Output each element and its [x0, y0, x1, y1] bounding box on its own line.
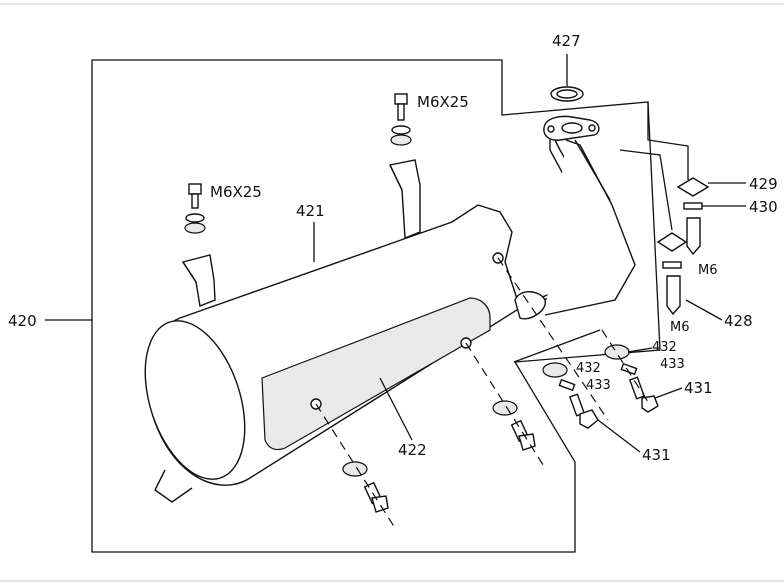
label-427: 427: [552, 32, 581, 50]
label-m6-lower: M6: [670, 320, 690, 335]
label-m6x25-left: M6X25: [210, 183, 262, 201]
assembly-lines: [315, 257, 651, 529]
group-420-outline: [91, 59, 661, 553]
muffler-body: [144, 204, 521, 503]
stud-429-icon: [676, 177, 710, 256]
label-433a: 433: [660, 357, 685, 372]
label-420: 420: [8, 312, 37, 330]
bolt-left-icon: [184, 183, 206, 234]
bolt-bottom-left-icon: [342, 461, 389, 513]
exhaust-pipe: [514, 115, 636, 320]
label-428: 428: [724, 312, 753, 330]
stud-428-icon: [656, 232, 688, 316]
heat-shield: [261, 297, 491, 451]
label-432b: 432: [576, 361, 601, 376]
bracket-left: [181, 254, 216, 307]
label-m6x25-right: M6X25: [417, 93, 469, 111]
label-431b: 431: [642, 446, 671, 464]
label-433b: 433: [586, 378, 611, 393]
label-432a: 432: [652, 340, 677, 355]
label-430: 430: [749, 198, 778, 216]
label-422: 422: [398, 441, 427, 459]
bolt-bottom-right-icon: [492, 400, 536, 451]
gasket-427-icon: [550, 86, 584, 102]
leader-lines: [313, 182, 746, 453]
bracket-right: [388, 159, 421, 240]
bolt-right-icon: [390, 93, 412, 146]
border-ticks: [0, 3, 784, 582]
label-m6-upper: M6: [698, 263, 718, 278]
bolt-431b-icon: [604, 344, 659, 413]
bolt-431a-icon: [542, 362, 599, 429]
label-429: 429: [749, 175, 778, 193]
label-421: 421: [296, 202, 325, 220]
label-431a: 431: [684, 379, 713, 397]
